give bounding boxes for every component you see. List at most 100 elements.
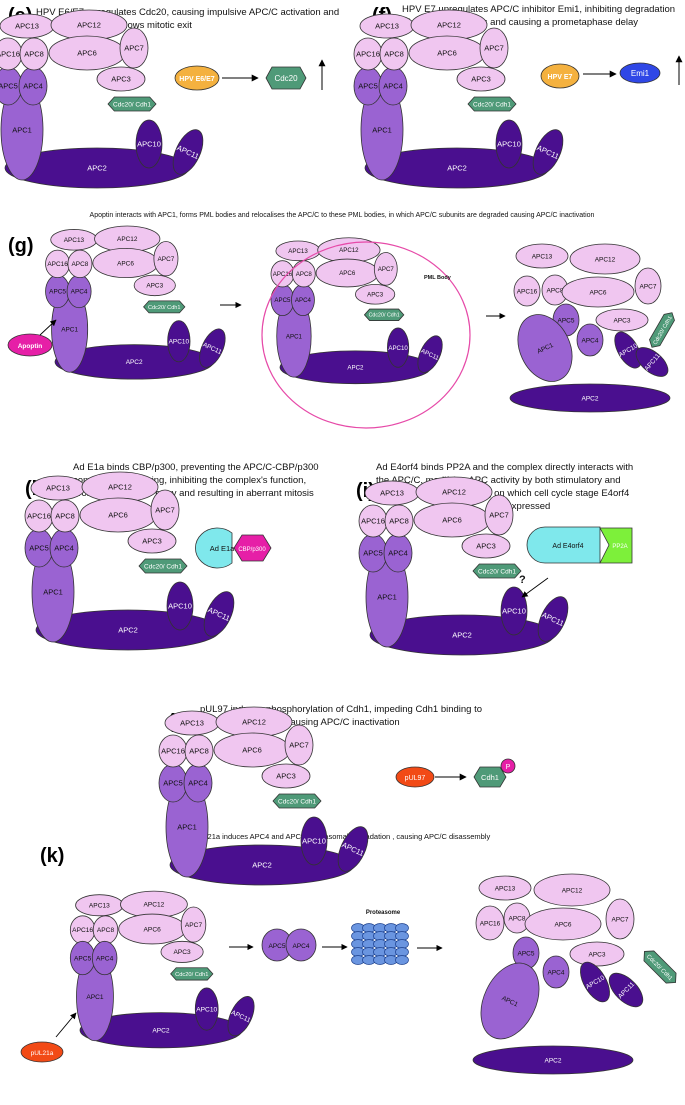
panel-e-caption: HPV E6/E7 upregulates Cdc20, causing imp… xyxy=(36,7,339,31)
subunit-apc8-label: APC8 xyxy=(389,517,409,526)
caption-line: promoting S phase entry and resulting in… xyxy=(73,488,314,499)
subunit-apc16-label: APC16 xyxy=(0,50,20,59)
free-apc6-label: APC6 xyxy=(590,289,607,296)
subunit-apc16-label: APC16 xyxy=(356,50,380,59)
free-apc1 xyxy=(480,962,540,1040)
free-apc8-label: APC8 xyxy=(509,915,526,922)
subunit-apc10 xyxy=(495,119,523,169)
subunit-apc6-label: APC6 xyxy=(144,926,162,933)
subunit-apc4-label: APC4 xyxy=(188,779,208,788)
subunit-apc7-label: APC7 xyxy=(185,922,203,929)
subunit-apc7 xyxy=(180,906,207,943)
subunit-apc11 xyxy=(417,335,443,373)
caption-line: Ad E1a binds CBP/p300, preventing the AP… xyxy=(73,462,319,473)
ad-e4orf4-label: Ad E4orf4 xyxy=(552,543,583,550)
subunit-apc2-label: APC2 xyxy=(87,164,107,173)
subunit-apc7-label: APC7 xyxy=(289,741,309,750)
caption-line: the APC/C, modifying APC activity by bot… xyxy=(376,475,620,486)
subunit-apc8-label: APC8 xyxy=(72,261,89,268)
free-apc16-label: APC16 xyxy=(517,288,538,295)
subunit-apc13-label: APC13 xyxy=(15,22,39,31)
arrow xyxy=(55,1012,77,1038)
subunit-apc4-label: APC4 xyxy=(23,82,43,91)
hpv-e7-oval xyxy=(540,63,580,89)
subunit-coact-label: Cdc20/ Cdh1 xyxy=(478,568,516,575)
subunit-apc12-label: APC12 xyxy=(108,483,132,492)
free-apc2-label: APC2 xyxy=(545,1057,562,1064)
apc5-free-label: APC5 xyxy=(269,943,286,950)
caption-line: Ad E4orf4 binds PP2A and the complex dir… xyxy=(376,462,633,473)
subunit-apc4-label: APC4 xyxy=(383,82,403,91)
subunit-coact xyxy=(143,300,186,314)
caption-line: is expressed xyxy=(497,501,550,512)
subunit-apc6-label: APC6 xyxy=(77,49,97,58)
subunit-apc13-label: APC13 xyxy=(46,484,70,493)
subunit-apc8-label: APC8 xyxy=(24,50,44,59)
subunit-apc2-label: APC2 xyxy=(452,631,472,640)
apc4-free xyxy=(285,928,317,962)
cbp-p300-hexagon xyxy=(233,534,272,562)
arrow xyxy=(39,319,57,336)
subunit-apc8-label: APC8 xyxy=(189,747,209,756)
subunit-apc3 xyxy=(127,528,177,554)
subunit-apc5-label: APC5 xyxy=(274,297,291,304)
subunit-apc6-label: APC6 xyxy=(117,260,134,267)
subunit-apc7-label: APC7 xyxy=(484,44,504,53)
subunit-apc5-label: APC5 xyxy=(163,779,183,788)
subunit-coact xyxy=(472,563,522,579)
subunit-apc1-label: APC1 xyxy=(86,994,104,1001)
subunit-apc2-label: APC2 xyxy=(347,364,364,371)
subunit-apc10-label: APC10 xyxy=(196,1006,217,1013)
subunit-apc2-label: APC2 xyxy=(126,359,143,366)
subunit-coact xyxy=(363,308,405,321)
subunit-apc7-label: APC7 xyxy=(124,44,144,53)
subunit-apc10-label: APC10 xyxy=(497,140,521,149)
subunit-apc5-label: APC5 xyxy=(49,289,66,296)
subunit-apc5-label: APC5 xyxy=(358,82,378,91)
free-apc7 xyxy=(634,267,662,305)
subunit-apc8-label: APC8 xyxy=(97,927,115,934)
subunit-coact-label: Cdc20/ Cdh1 xyxy=(148,305,181,311)
pul21a-oval xyxy=(20,1041,64,1063)
free-apc2 xyxy=(472,1045,634,1075)
subunit-apc3-label: APC3 xyxy=(367,291,384,298)
free-apc2 xyxy=(509,383,671,413)
free-apc7-label: APC7 xyxy=(612,916,629,923)
subunit-apc11 xyxy=(337,826,369,872)
subunit-coact-label: Cdc20/ Cdh1 xyxy=(144,563,182,570)
subunit-apc6-label: APC6 xyxy=(437,49,457,58)
subunit-apc10 xyxy=(167,320,191,363)
free-apc8-label: APC8 xyxy=(547,287,564,294)
subunit-apc13-label: APC13 xyxy=(180,719,204,728)
subunit-apc12-label: APC12 xyxy=(117,236,138,243)
free-apc10 xyxy=(580,961,610,1003)
subunit-apc3-label: APC3 xyxy=(476,542,496,551)
subunit-apc12-label: APC12 xyxy=(437,21,461,30)
subunit-coact-label: Cdc20/ Cdh1 xyxy=(473,101,511,108)
phosphate-label: P xyxy=(506,764,511,771)
proteasome-label: Proteasome xyxy=(366,910,401,916)
free-apc2-label: APC2 xyxy=(582,395,599,402)
subunit-apc11 xyxy=(172,129,204,175)
hpv-e6e7-label: HPV E6/E7 xyxy=(179,76,215,83)
subunit-apc7 xyxy=(484,494,514,536)
subunit-apc10 xyxy=(387,327,410,368)
subunit-apc13-label: APC13 xyxy=(89,903,110,910)
cdc20-label: Cdc20 xyxy=(274,74,298,83)
subunit-apc10-label: APC10 xyxy=(388,345,408,352)
subunit-apc16-label: APC16 xyxy=(27,512,51,521)
caption-line: pUL97 induces phosphorylation of Cdh1, i… xyxy=(200,704,482,715)
subunit-coact-label: Cdc20/ Cdh1 xyxy=(175,972,208,978)
subunit-apc8-label: APC8 xyxy=(296,271,313,278)
subunit-apc3-label: APC3 xyxy=(471,75,491,84)
ad-e1a-shape xyxy=(195,527,233,569)
subunit-apc1-label: APC1 xyxy=(286,333,303,340)
subunit-coact-label: Cdc20/ Cdh1 xyxy=(369,313,400,319)
subunit-apc4-label: APC4 xyxy=(96,955,114,962)
subunit-apc12-label: APC12 xyxy=(77,21,101,30)
subunit-coact xyxy=(107,96,157,112)
subunit-apc7-label: APC7 xyxy=(158,256,175,263)
